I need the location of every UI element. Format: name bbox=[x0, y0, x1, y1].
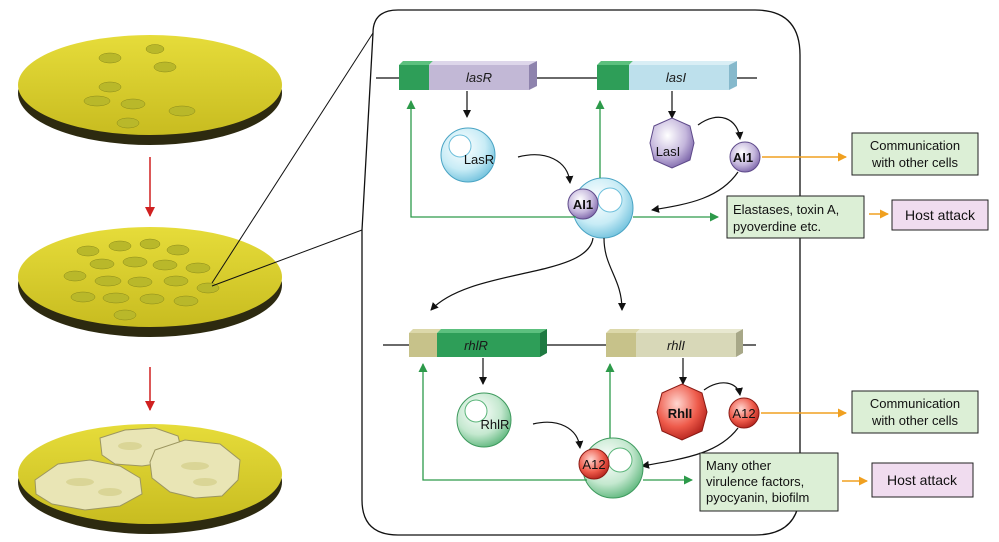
complex-rhl-label: A12 bbox=[582, 457, 605, 472]
arrow-activate-rhlR bbox=[418, 363, 587, 481]
virulence-top-line2: pyoverdine etc. bbox=[733, 219, 821, 234]
comm-top-line2: with other cells bbox=[871, 155, 958, 170]
arrow-AI1-to-complex bbox=[651, 171, 739, 213]
virulence-bottom-line3: pyocyanin, biofilm bbox=[706, 490, 809, 505]
plate-sparse bbox=[18, 35, 282, 145]
autoinducer-AI1-label: AI1 bbox=[733, 150, 753, 165]
arrow-lasI-to-AI1 bbox=[697, 116, 744, 140]
protein-LasR: LasR bbox=[440, 127, 496, 183]
arrow-activate-lasR bbox=[406, 100, 576, 218]
virulence-bottom-line1: Many other bbox=[706, 458, 772, 473]
zoom-line-top bbox=[211, 32, 374, 284]
autoinducer-AI1: AI1 bbox=[729, 141, 761, 173]
autoinducer-A12: A12 bbox=[728, 397, 760, 429]
comm-bottom-line1: Communication bbox=[870, 396, 960, 411]
virulence-box-top: Elastases, toxin A, pyoverdine etc. bbox=[726, 195, 865, 239]
protein-LasI: LasI bbox=[649, 117, 695, 169]
protein-RhlR: RhlR bbox=[456, 392, 512, 448]
comm-top-line1: Communication bbox=[870, 138, 960, 153]
arrow-LasR-to-complex bbox=[517, 154, 574, 184]
gene-rhlI-label: rhlI bbox=[667, 338, 685, 353]
virulence-box-bottom: Many other virulence factors, pyocyanin,… bbox=[699, 452, 839, 512]
virulence-bottom-line2: virulence factors, bbox=[706, 474, 804, 489]
arrow-RhlR-to-complex bbox=[532, 421, 584, 449]
complex-las-label: AI1 bbox=[573, 197, 593, 212]
protein-LasR-label: LasR bbox=[464, 152, 494, 167]
arrow-complex-to-rhlR bbox=[430, 237, 594, 311]
complex-LasR-AI1: AI1 bbox=[567, 177, 634, 239]
host-bottom-label: Host attack bbox=[887, 472, 958, 488]
zoom-line-bottom bbox=[211, 229, 363, 287]
host-box-bottom: Host attack bbox=[871, 462, 974, 498]
protein-RhlI: RhlI bbox=[656, 383, 708, 441]
comm-bottom-line2: with other cells bbox=[871, 413, 958, 428]
gene-rhlI: rhlI bbox=[606, 329, 743, 357]
gene-rhlR-label: rhlR bbox=[464, 338, 488, 353]
virulence-top-line1: Elastases, toxin A, bbox=[733, 202, 839, 217]
gene-rhlR: rhlR bbox=[409, 329, 547, 357]
protein-RhlI-label: RhlI bbox=[668, 406, 693, 421]
gene-lasI-label: lasI bbox=[666, 70, 687, 85]
plate-biofilm bbox=[18, 424, 282, 534]
comm-box-bottom: Communication with other cells bbox=[851, 390, 979, 434]
autoinducer-A12-label: A12 bbox=[732, 406, 755, 421]
protein-RhlR-label: RhlR bbox=[481, 417, 510, 432]
comm-box-top: Communication with other cells bbox=[851, 132, 979, 176]
gene-lasI: lasI bbox=[597, 61, 737, 90]
plate-dense bbox=[18, 227, 282, 337]
protein-LasI-label: LasI bbox=[656, 144, 681, 159]
gene-lasR-label: lasR bbox=[466, 70, 492, 85]
complex-RhlR-A12: A12 bbox=[578, 437, 644, 499]
arrow-complex-to-rhlI bbox=[603, 237, 626, 311]
host-top-label: Host attack bbox=[905, 207, 976, 223]
host-box-top: Host attack bbox=[891, 199, 989, 231]
gene-lasR: lasR bbox=[399, 61, 537, 90]
arrow-RhlI-to-A12 bbox=[703, 382, 743, 396]
